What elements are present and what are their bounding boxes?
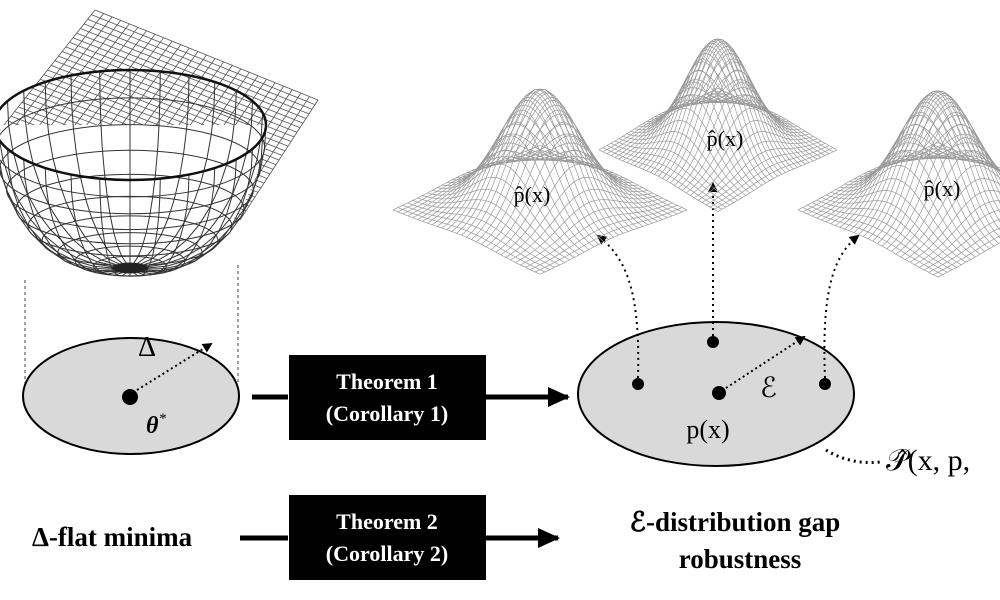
flat-minima-label: Δ-flat minima — [32, 522, 193, 552]
distribution-label-left: p̂(x) — [514, 182, 551, 207]
arrow-to-right-distribution — [823, 234, 860, 379]
distribution-surface-right — [797, 90, 1000, 278]
theorem2-box: Theorem 2 (Corollary 2) — [289, 495, 486, 580]
arrow-to-left-distribution — [596, 234, 640, 379]
distribution-label-middle: p̂(x) — [707, 126, 744, 151]
set-label-connector — [825, 448, 881, 464]
distribution-surface-left — [392, 88, 688, 275]
center-distribution-label: p(x) — [686, 415, 729, 444]
theorem1-title: Theorem 1 — [336, 369, 438, 394]
bowl-wireframe — [0, 68, 268, 277]
theorem2-subtitle: (Corollary 2) — [326, 541, 448, 566]
epsilon-radius-arrow — [725, 335, 806, 389]
sampling-arrows — [596, 182, 860, 379]
theta-star-point — [122, 389, 138, 405]
sample-point-right — [819, 378, 831, 390]
distribution-surfaces — [392, 38, 1000, 278]
center-point — [712, 386, 726, 400]
epsilon-label: ℰ — [760, 373, 777, 404]
sample-point-left — [632, 378, 644, 390]
loss-surface-illustration — [0, 9, 319, 385]
distribution-label-right: p̂(x) — [924, 176, 961, 201]
theorem2-title: Theorem 2 — [336, 509, 438, 534]
distribution-set-label: 𝒫̂(x, p, — [886, 444, 970, 477]
delta-label: Δ — [138, 332, 156, 363]
robustness-label-line1: ℰ-distribution gap — [630, 507, 841, 537]
sample-point-top — [707, 336, 719, 348]
theorem1-box: Theorem 1 (Corollary 1) — [289, 355, 486, 440]
robustness-label-line2: robustness — [679, 544, 802, 574]
theorem1-subtitle: (Corollary 1) — [326, 401, 448, 426]
theta-star-label: θ* — [146, 411, 166, 439]
distribution-set-ellipse: ℰ p(x) 𝒫̂(x, p, — [577, 321, 970, 477]
distribution-labels: p̂(x) p̂(x) p̂(x) — [514, 126, 961, 207]
flat-region-ellipse: Δ θ* — [22, 332, 240, 455]
distribution-surface-middle — [598, 38, 838, 212]
